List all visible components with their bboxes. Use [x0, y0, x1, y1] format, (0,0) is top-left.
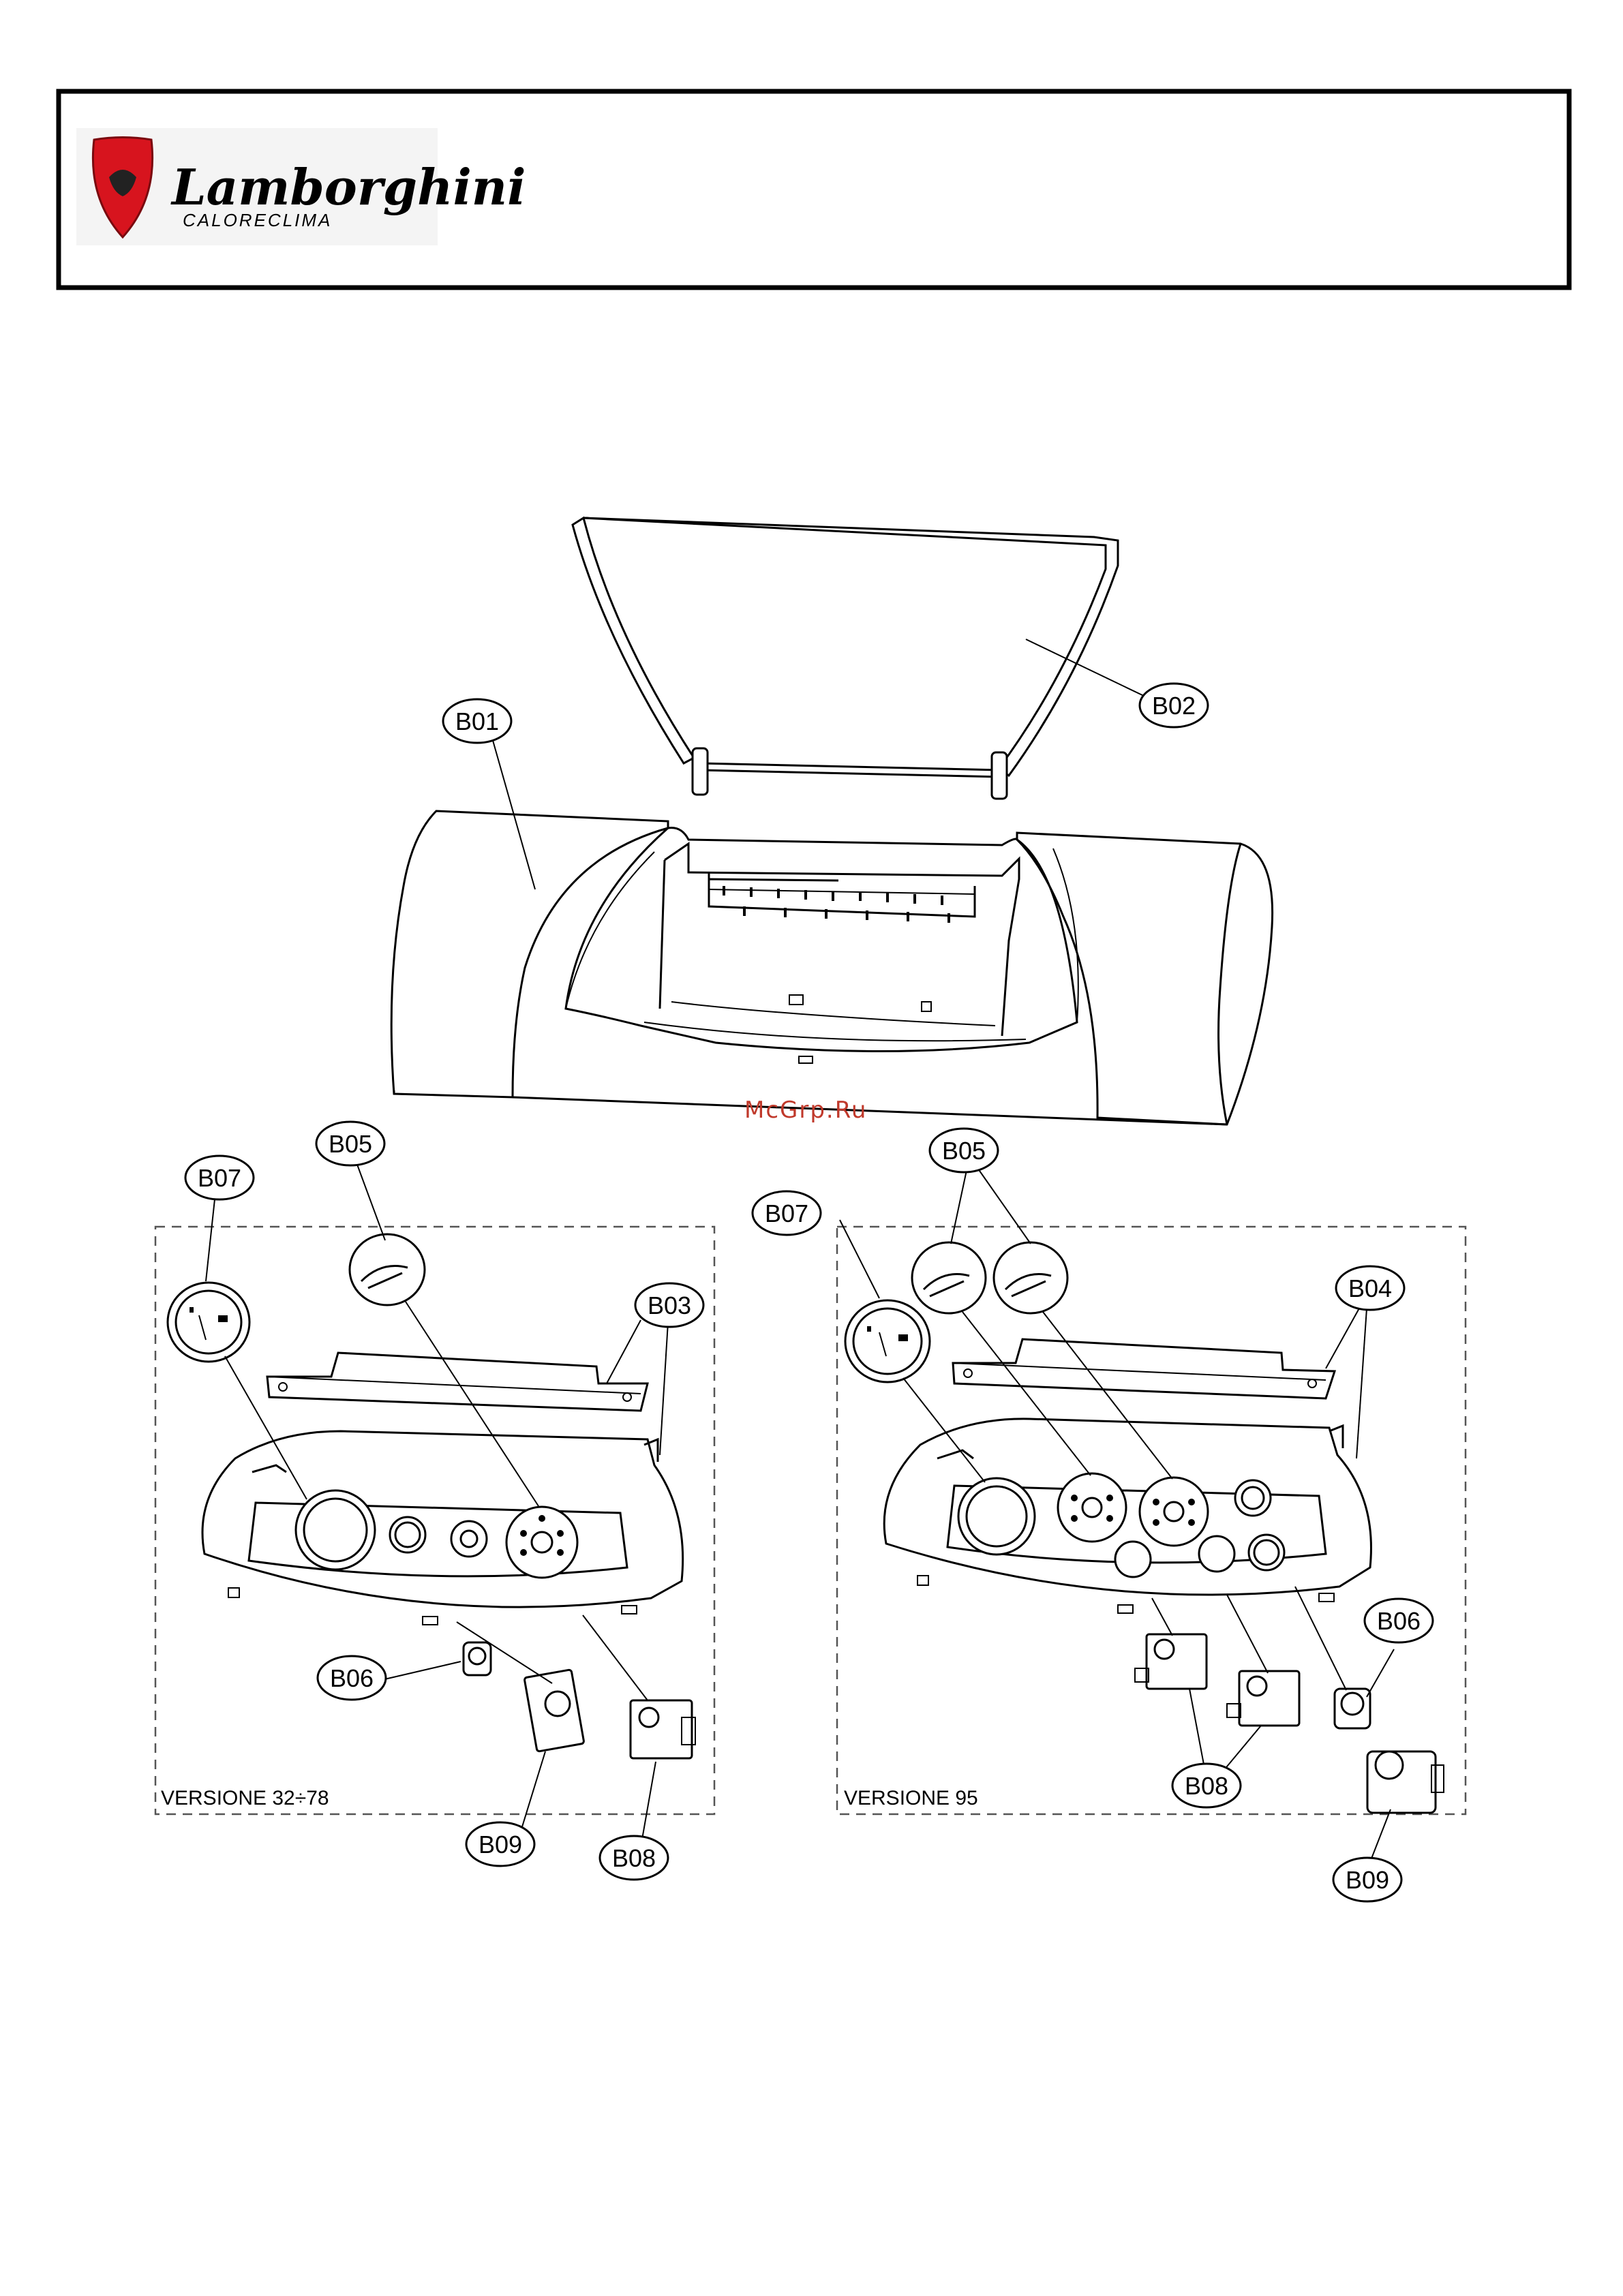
svg-text:B06: B06: [1377, 1607, 1421, 1635]
callout-b05-right: B05: [930, 1129, 998, 1172]
brand-sub: CALORECLIMA: [183, 210, 332, 230]
callout-b01: B01: [443, 699, 511, 743]
callout-b09-right: B09: [1333, 1858, 1401, 1901]
svg-text:B07: B07: [198, 1164, 241, 1192]
callout-b06-right: B06: [1365, 1599, 1433, 1642]
version-label-right: VERSIONE 95: [844, 1787, 978, 1809]
pressure-gauge-right: [845, 1300, 930, 1382]
knobs-right: [912, 1242, 1067, 1313]
callout-b02: B02: [1140, 684, 1208, 727]
callout-b05-left: B05: [316, 1122, 384, 1165]
front-door-cover: [573, 518, 1118, 799]
leader-b02: [1026, 639, 1145, 697]
svg-text:B08: B08: [1185, 1772, 1228, 1800]
svg-text:B05: B05: [329, 1130, 372, 1158]
callout-b03: B03: [635, 1283, 703, 1327]
svg-text:B02: B02: [1152, 692, 1196, 720]
mounting-bracket-right: [953, 1339, 1335, 1398]
callout-b08-right: B08: [1172, 1764, 1241, 1807]
callout-b06-left: B06: [318, 1656, 386, 1700]
svg-text:B04: B04: [1348, 1274, 1392, 1302]
callout-b07-right: B07: [753, 1191, 821, 1235]
pressure-gauge-left: [168, 1283, 249, 1362]
leader-lines-left: [206, 1157, 668, 1847]
callout-b07-left: B07: [185, 1156, 254, 1199]
svg-text:B06: B06: [330, 1664, 374, 1692]
watermark: McGrp.Ru: [744, 1097, 867, 1124]
callout-b09-left: B09: [466, 1822, 534, 1866]
svg-text:B05: B05: [942, 1137, 986, 1165]
callout-b04: B04: [1336, 1266, 1404, 1310]
control-panel-housing: [391, 811, 1272, 1124]
brand-logo: Lamborghini CALORECLIMA: [76, 128, 526, 245]
svg-text:B01: B01: [455, 707, 499, 735]
svg-text:B08: B08: [612, 1844, 656, 1872]
knob-left: [350, 1234, 425, 1305]
front-panel-left: [202, 1431, 683, 1625]
svg-text:B09: B09: [1346, 1866, 1389, 1894]
svg-text:B07: B07: [765, 1199, 808, 1227]
callout-b08-left: B08: [600, 1836, 668, 1880]
svg-text:B03: B03: [648, 1291, 691, 1319]
brand-name: Lamborghini: [170, 158, 526, 216]
components-left: [464, 1642, 695, 1758]
svg-text:B09: B09: [479, 1831, 522, 1858]
version-label-left: VERSIONE 32÷78: [161, 1787, 329, 1809]
